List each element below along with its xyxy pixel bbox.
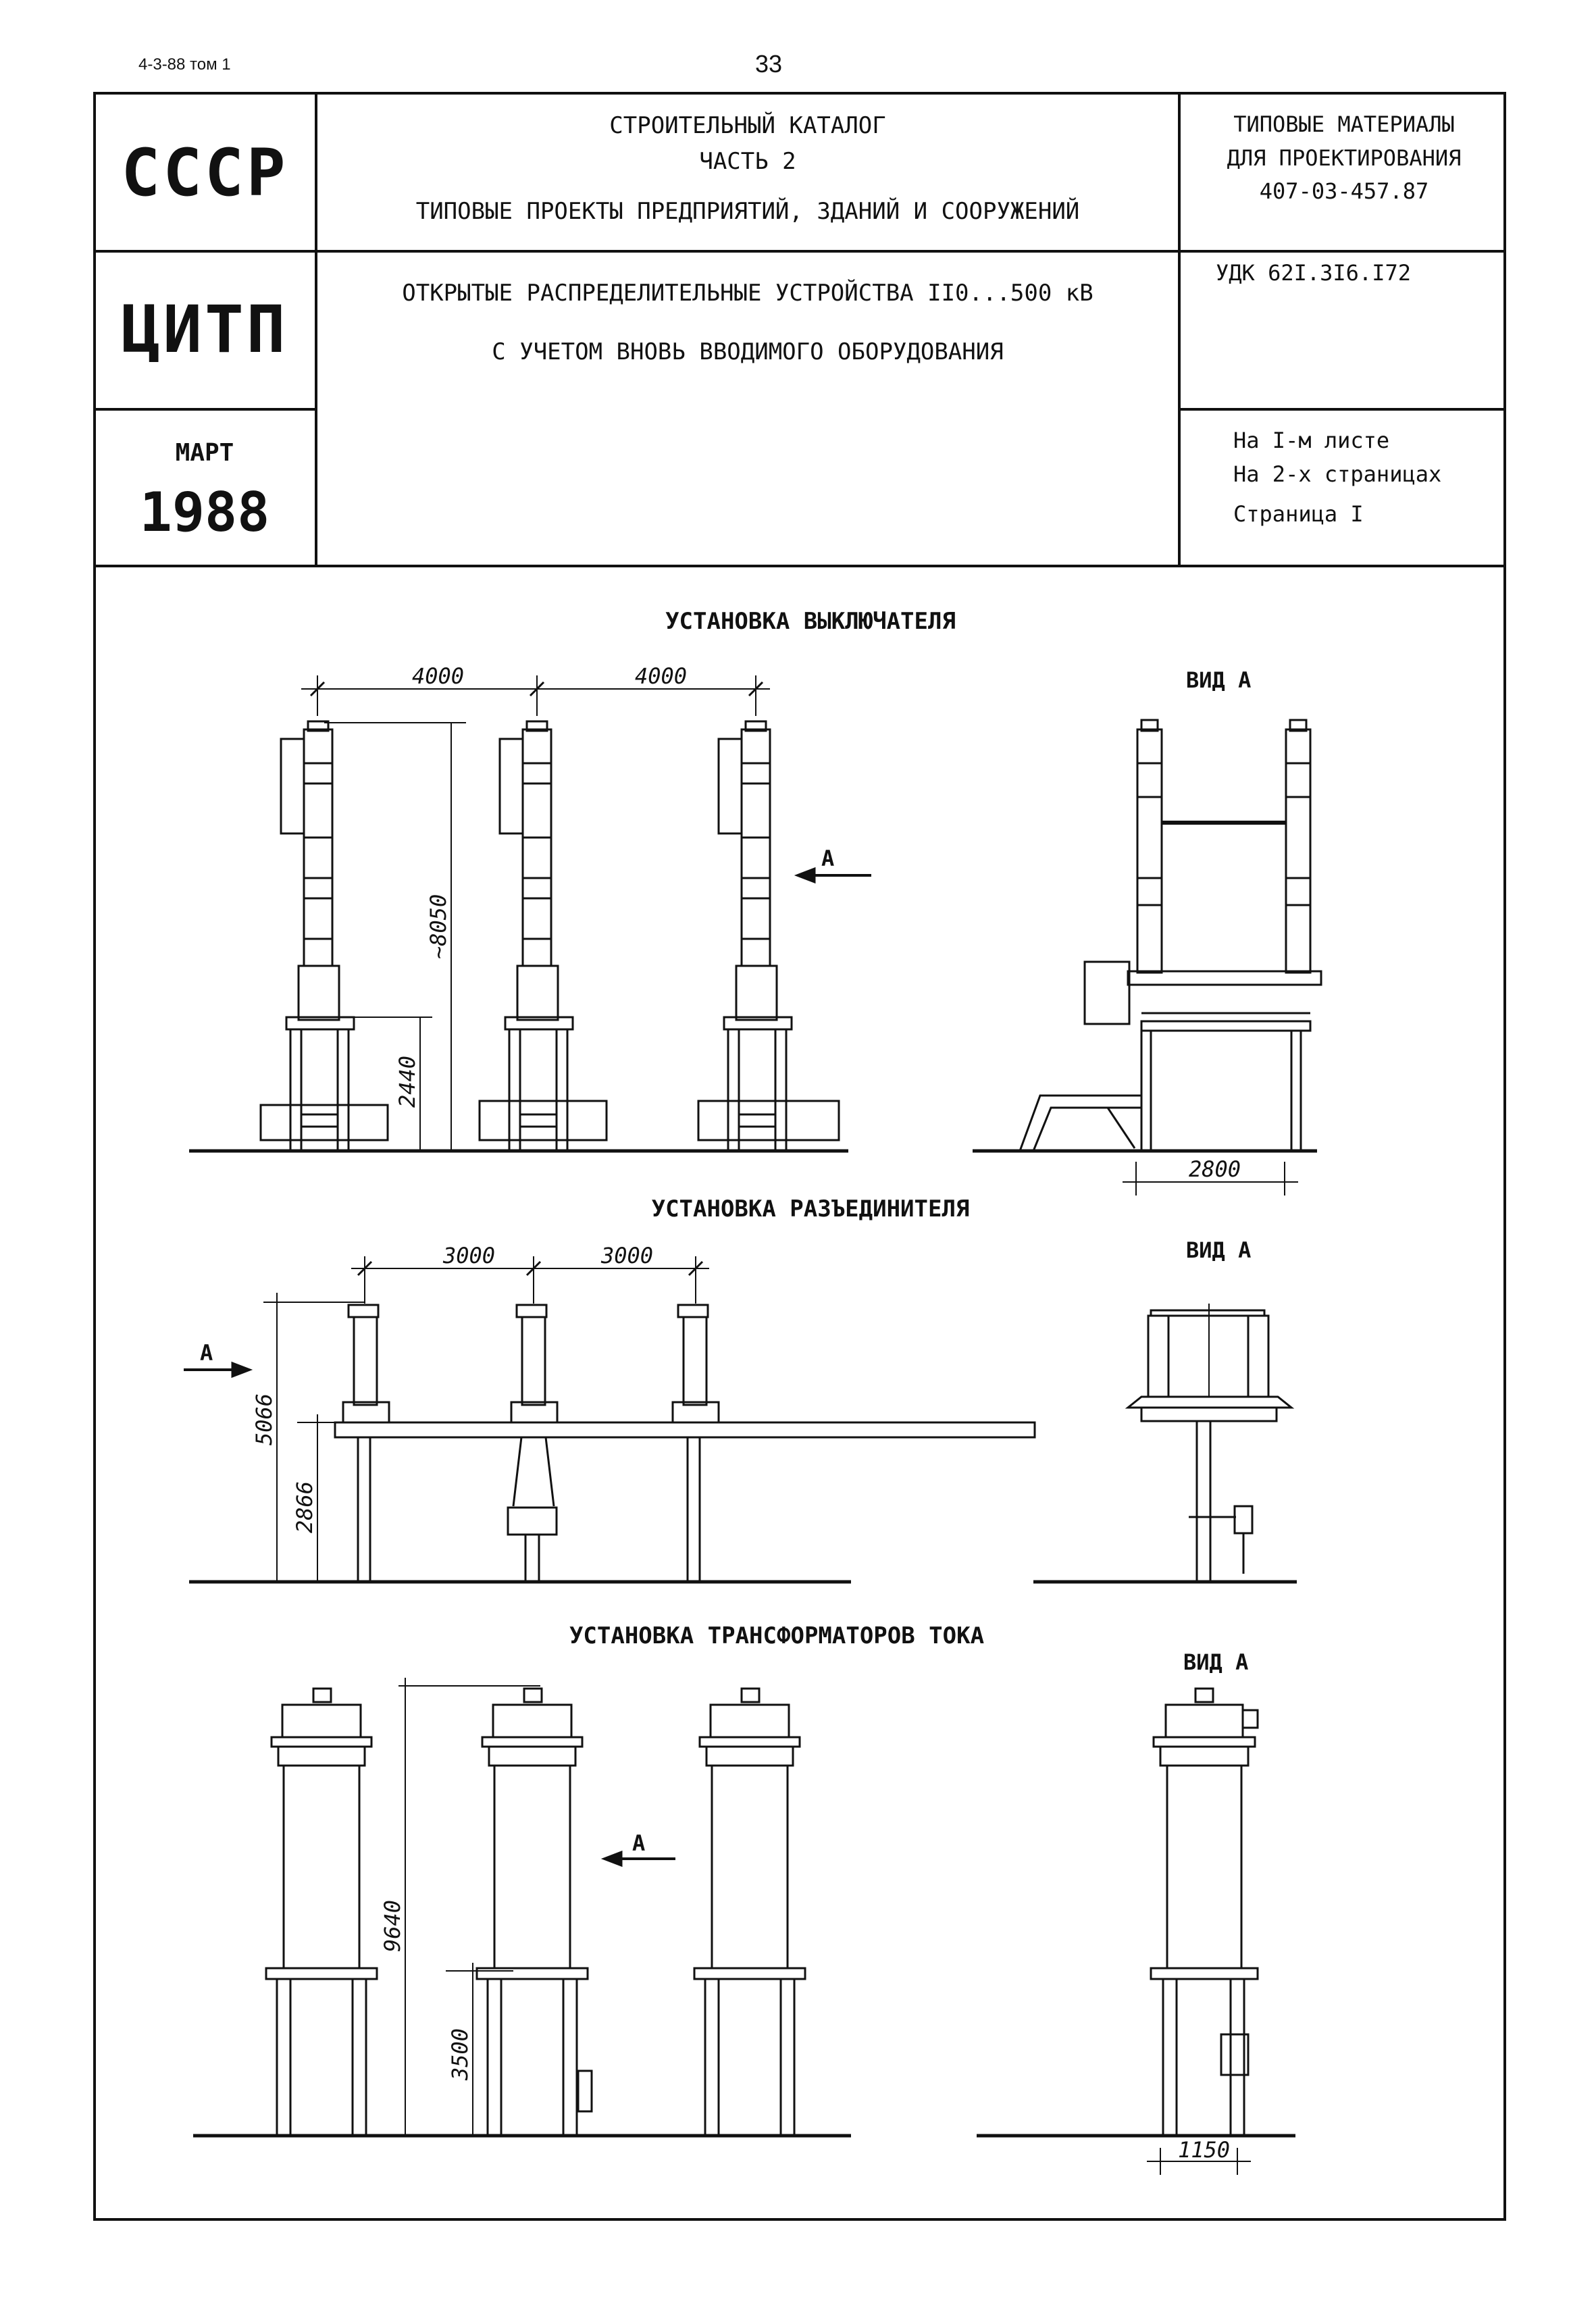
page-frame [93, 92, 1506, 2221]
view-arrow [184, 1361, 253, 1379]
breaker-arrow-label: А [821, 846, 834, 871]
disconnector-pole [671, 1304, 720, 1582]
breaker-side-view [973, 719, 1322, 1195]
sheet-line-2: На 2-х страницах [1233, 461, 1442, 487]
breaker-dim-base: 2440 [394, 1056, 420, 1108]
breaker-pole [259, 720, 389, 1151]
ct-pole [265, 1687, 378, 2136]
catalog-title: СТРОИТЕЛЬНЫЙ КАТАЛОГ ЧАСТЬ 2 ТИПОВЫЕ ПРО… [317, 108, 1178, 230]
typical-line-3: 407-03-457.87 [1259, 178, 1429, 205]
ct-pole [475, 1687, 593, 2136]
sheet-info: На I-м листе На 2-х страницах Страница I [1233, 424, 1441, 532]
typical-line-1: ТИПОВЫЕ МАТЕРИАЛЫ [1233, 111, 1455, 137]
breaker-view-label: ВИД А [1186, 667, 1251, 693]
stamp-divider-h4 [95, 565, 1505, 567]
disconnector-side-view [1033, 1304, 1297, 1584]
ct-dim-base: 3500 [447, 2028, 473, 2081]
disconnector-view-label: ВИД А [1186, 1237, 1251, 1263]
disconnector-pole [507, 1304, 559, 1582]
stamp-divider-v1 [315, 93, 317, 566]
org-ussr: СССР [121, 135, 288, 211]
ct-side-view [977, 1687, 1295, 2175]
ct-title: УСТАНОВКА ТРАНСФОРМАТОРОВ ТОКА [569, 1622, 985, 1649]
disconnector-front-view [189, 1256, 1036, 1584]
catalog-line-1: СТРОИТЕЛЬНЫЙ КАТАЛОГ [609, 112, 886, 139]
stamp-year: 1988 [139, 481, 270, 544]
typical-line-2: ДЛЯ ПРОЕКТИРОВАНИЯ [1227, 145, 1462, 171]
disconnector-dim-height: 5066 [251, 1393, 277, 1445]
stamp-divider-h1 [95, 250, 1505, 253]
stamp-divider-h2 [95, 408, 315, 411]
page-number: 33 [755, 50, 783, 78]
document-code: 4-3-88 том 1 [138, 55, 231, 74]
subject-line-2: С УЧЕТОМ ВНОВЬ ВВОДИМОГО ОБОРУДОВАНИЯ [492, 338, 1004, 365]
stamp-divider-h3 [1181, 408, 1505, 411]
catalog-line-2: ЧАСТЬ 2 [699, 147, 796, 175]
org-citp: ЦИТП [121, 292, 288, 367]
ct-arrow-label: А [632, 1830, 645, 1856]
disconnector-pole [342, 1304, 390, 1582]
breaker-dim-view-width: 2800 [1189, 1156, 1241, 1182]
ct-pole [693, 1687, 806, 2136]
sheet-line-1: На I-м листе [1233, 428, 1390, 453]
breaker-title: УСТАНОВКА ВЫКЛЮЧАТЕЛЯ [665, 608, 956, 635]
ct-view-label: ВИД А [1183, 1649, 1248, 1675]
subject-line-1: ОТКРЫТЫЕ РАСПРЕДЕЛИТЕЛЬНЫЕ УСТРОЙСТВА II… [402, 280, 1093, 307]
subject-title: ОТКРЫТЫЕ РАСПРЕДЕЛИТЕЛЬНЫЕ УСТРОЙСТВА II… [317, 276, 1178, 369]
breaker-front-view [189, 675, 848, 1153]
breaker-dim-spacing-1: 4000 [412, 663, 464, 689]
typical-materials: ТИПОВЫЕ МАТЕРИАЛЫ ДЛЯ ПРОЕКТИРОВАНИЯ 407… [1189, 108, 1499, 209]
ct-front-view [193, 1678, 851, 2138]
disconnector-arrow-label: А [200, 1340, 213, 1366]
stamp-month: МАРТ [175, 439, 234, 467]
breaker-pole [697, 720, 840, 1151]
sheet-line-3: Страница I [1233, 501, 1364, 528]
udk-code: УДК 62I.3I6.I72 [1216, 260, 1411, 286]
breaker-dim-height: ~8050 [426, 894, 451, 959]
view-arrow [600, 1850, 675, 1868]
disconnector-dim-base: 2866 [292, 1481, 317, 1533]
ct-dim-view-width: 1150 [1178, 2137, 1230, 2163]
stamp-divider-v2 [1178, 93, 1181, 566]
catalog-line-3: ТИПОВЫЕ ПРОЕКТЫ ПРЕДПРИЯТИЙ, ЗДАНИЙ И СО… [415, 198, 1080, 226]
view-arrow [794, 867, 871, 884]
disconnector-dim-spacing-1: 3000 [442, 1243, 495, 1268]
disconnector-dim-spacing-2: 3000 [600, 1243, 653, 1268]
breaker-dim-spacing-2: 4000 [635, 663, 687, 689]
breaker-pole [478, 720, 608, 1151]
disconnector-title: УСТАНОВКА РАЗЪЕДИНИТЕЛЯ [651, 1195, 970, 1223]
ct-dim-height: 9640 [380, 1900, 405, 1952]
